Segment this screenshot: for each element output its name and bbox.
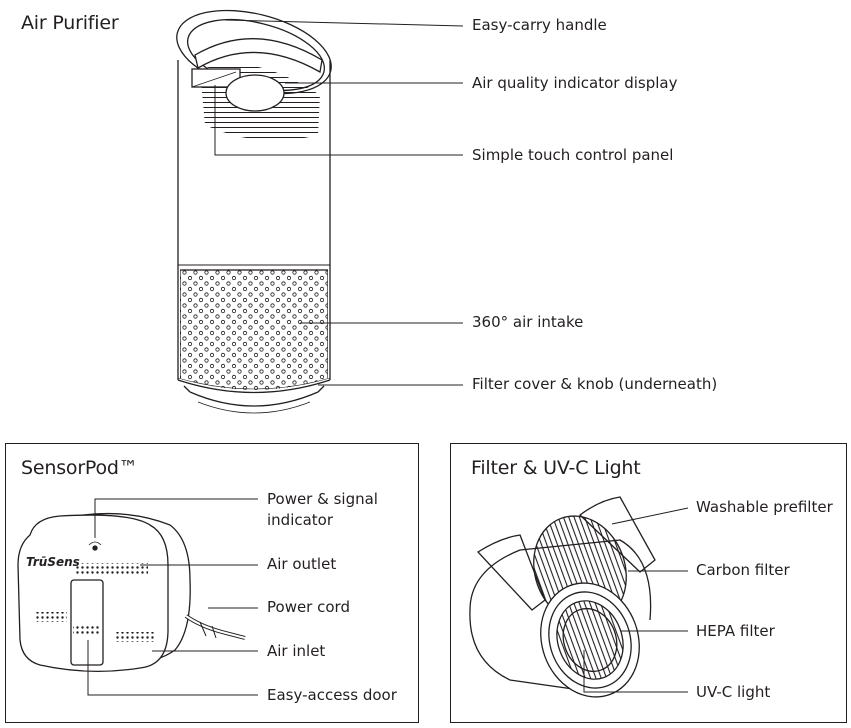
callout-hepa-filter: HEPA filter	[696, 622, 775, 640]
callout-uvc-light: UV-C light	[696, 683, 771, 701]
sensorpod-title: SensorPod™	[21, 457, 138, 479]
sensorpod-leader-lines	[87, 498, 258, 696]
callout-air-outlet: Air outlet	[267, 555, 337, 573]
filter-drawing	[469, 496, 656, 698]
sensorpod-brand-logo: TrūSens	[26, 555, 80, 569]
callout-touch-control-panel: Simple touch control panel	[472, 146, 674, 164]
sensorpod-drawing	[17, 512, 246, 672]
callout-air-quality-display: Air quality indicator display	[472, 74, 678, 92]
callout-power-signal-line1: Power & signal	[267, 490, 378, 508]
callout-power-signal-line2: indicator	[267, 511, 334, 529]
filter-title: Filter & UV-C Light	[471, 457, 641, 479]
sensorpod-panel	[5, 443, 419, 723]
callout-air-inlet: Air inlet	[267, 642, 326, 660]
callout-air-intake: 360° air intake	[472, 313, 584, 331]
air-purifier-title: Air Purifier	[21, 12, 119, 34]
filter-panel	[450, 443, 847, 723]
callout-easy-carry-handle: Easy-carry handle	[472, 16, 607, 34]
callout-carbon-filter: Carbon filter	[696, 561, 790, 579]
callout-washable-prefilter: Washable prefilter	[696, 498, 833, 516]
purifier-leader-lines	[214, 19, 464, 386]
callout-filter-cover: Filter cover & knob (underneath)	[472, 375, 718, 393]
callout-power-signal-indicator: Power & signal indicator	[267, 489, 378, 531]
air-purifier-drawing	[176, 9, 332, 414]
callout-power-cord: Power cord	[267, 598, 350, 616]
filter-leader-lines	[583, 507, 689, 693]
callout-easy-access-door: Easy-access door	[267, 686, 397, 704]
